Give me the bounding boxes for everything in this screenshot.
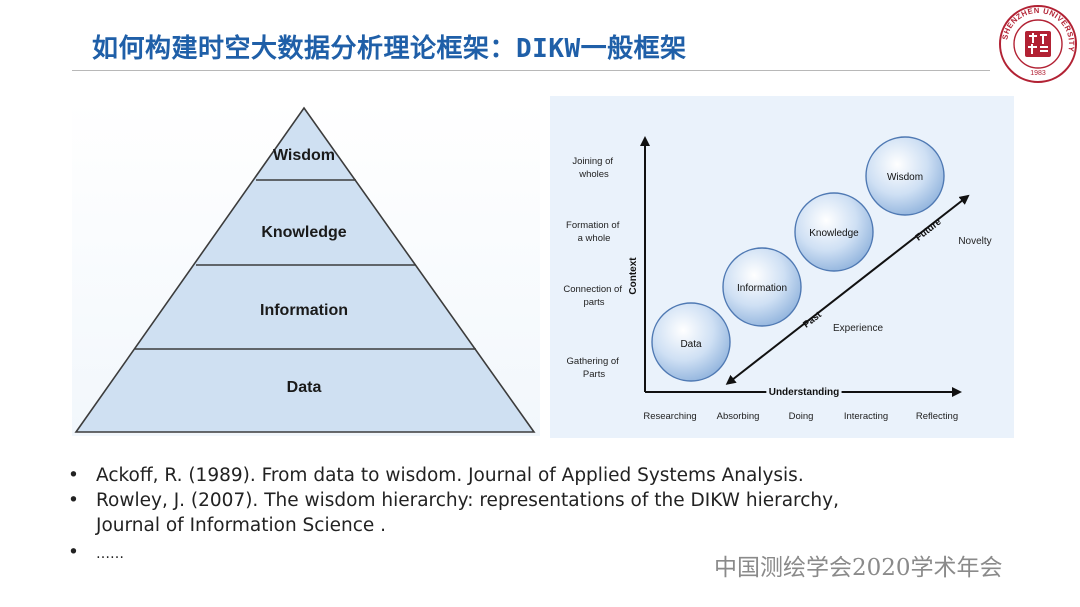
pyramid-label-information: Information <box>260 302 348 319</box>
y-level-formation-text: Formation of <box>566 220 620 231</box>
x-axis-label: Understanding <box>769 387 840 398</box>
reference-item: • Ackoff, R. (1989). From data to wisdom… <box>66 463 966 488</box>
reference-ellipsis: …… <box>96 546 124 562</box>
y-level-formation-text-line2: a whole <box>578 233 611 244</box>
y-axis-label: Context <box>628 257 639 295</box>
pyramid-shape <box>74 106 536 433</box>
bubble-data: Data <box>651 302 731 382</box>
pyramid-label-data: Data <box>287 379 322 396</box>
conference-footer: 中国测绘学会2020学术年会 <box>714 555 1003 581</box>
x-level-absorbing: Absorbing <box>717 411 760 422</box>
label-experience: Experience <box>833 323 883 334</box>
y-level-formation: Formation of a whole <box>566 220 622 244</box>
bullet-icon: • <box>68 465 79 486</box>
bubble-information: Information <box>722 247 802 327</box>
bubble-wisdom: Wisdom <box>865 136 945 216</box>
slide-title: 如何构建时空大数据分析理论框架：DIKW一般框架 <box>92 28 687 65</box>
dikw-continuum-diagram: Context Understanding Joining of wholes … <box>550 96 1014 438</box>
bullet-icon: • <box>68 490 79 511</box>
title-tail: 一般框架 <box>580 34 687 64</box>
reference-item: • …… <box>66 540 966 567</box>
reference-text: Journal of Information Science . <box>96 515 387 536</box>
title-divider <box>72 70 990 71</box>
x-level-interacting: Interacting <box>844 411 888 422</box>
dikw-pyramid-diagram: Wisdom Knowledge Information Data <box>72 100 540 436</box>
x-level-researching: Researching <box>643 411 696 422</box>
reference-text: Ackoff, R. (1989). From data to wisdom. … <box>96 465 804 486</box>
x-level-doing: Doing <box>789 411 814 422</box>
y-level-joining: Joining of wholes <box>572 156 615 180</box>
reference-text: Rowley, J. (2007). The wisdom hierarchy:… <box>96 490 839 511</box>
y-level-joining-text-line2: wholes <box>578 169 609 180</box>
title-cjk: 如何构建时空大数据分析理论框架： <box>92 34 517 64</box>
university-seal-logo: SHENZHEN UNIVERSITY 1983 <box>999 5 1077 83</box>
bubble-information-label: Information <box>737 283 787 294</box>
y-level-gathering-text-line2: Parts <box>583 369 605 380</box>
reference-item: • Rowley, J. (2007). The wisdom hierarch… <box>66 488 966 513</box>
y-level-connection-text-line2: parts <box>583 297 604 308</box>
bubble-knowledge-label: Knowledge <box>809 228 859 239</box>
references-list: • Ackoff, R. (1989). From data to wisdom… <box>66 463 966 567</box>
pyramid-label-knowledge: Knowledge <box>261 224 346 241</box>
past-future-arrow <box>725 194 970 385</box>
y-level-gathering: Gathering of Parts <box>567 356 622 380</box>
bubble-wisdom-label: Wisdom <box>887 172 923 183</box>
title-latin: DIKW <box>516 34 581 64</box>
y-level-joining-text: Joining of <box>572 156 613 167</box>
y-level-gathering-text: Gathering of <box>567 356 620 367</box>
y-level-connection: Connection of parts <box>563 284 624 308</box>
pyramid-label-wisdom: Wisdom <box>273 147 335 164</box>
bubble-data-label: Data <box>680 339 702 350</box>
reference-item-continuation: Journal of Information Science . <box>66 513 966 538</box>
bubble-knowledge: Knowledge <box>794 192 874 272</box>
bullet-icon: • <box>68 542 79 563</box>
label-novelty: Novelty <box>958 236 991 247</box>
y-level-connection-text: Connection of <box>563 284 622 295</box>
x-level-reflecting: Reflecting <box>916 411 958 422</box>
seal-year: 1983 <box>1030 70 1046 77</box>
